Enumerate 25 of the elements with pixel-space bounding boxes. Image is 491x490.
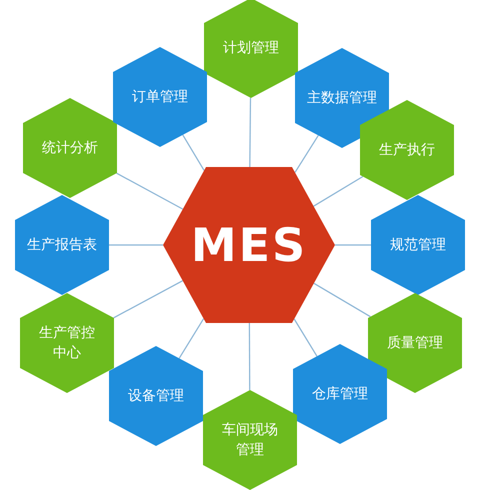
node-label: 计划管理 bbox=[222, 39, 280, 58]
node-label: 生产报告表 bbox=[26, 236, 98, 255]
connector-line bbox=[314, 282, 371, 318]
node-label: 车间现场管理 bbox=[221, 421, 279, 460]
node-label: 仓库管理 bbox=[311, 385, 369, 404]
connector-line bbox=[182, 134, 205, 171]
node-label: 质量管理 bbox=[386, 334, 444, 353]
connector-line bbox=[248, 323, 250, 390]
connector-line bbox=[335, 244, 371, 246]
node-label: 生产执行 bbox=[378, 141, 436, 160]
connector-line bbox=[313, 176, 364, 207]
connector-line bbox=[294, 318, 318, 357]
node-label: 统计分析 bbox=[41, 139, 99, 158]
connector-line bbox=[178, 318, 204, 359]
connector-line bbox=[249, 98, 252, 167]
node-label: 订单管理 bbox=[131, 88, 189, 107]
node-label: 主数据管理 bbox=[306, 89, 378, 108]
node-label: 规范管理 bbox=[389, 236, 447, 255]
center-label: MES bbox=[190, 219, 308, 271]
node-label: 生产管控中心 bbox=[38, 324, 96, 363]
connector-line bbox=[109, 244, 163, 246]
connector-line bbox=[294, 135, 319, 173]
connector-line bbox=[113, 280, 183, 318]
connector-line bbox=[116, 172, 184, 210]
node-label: 设备管理 bbox=[127, 387, 185, 406]
